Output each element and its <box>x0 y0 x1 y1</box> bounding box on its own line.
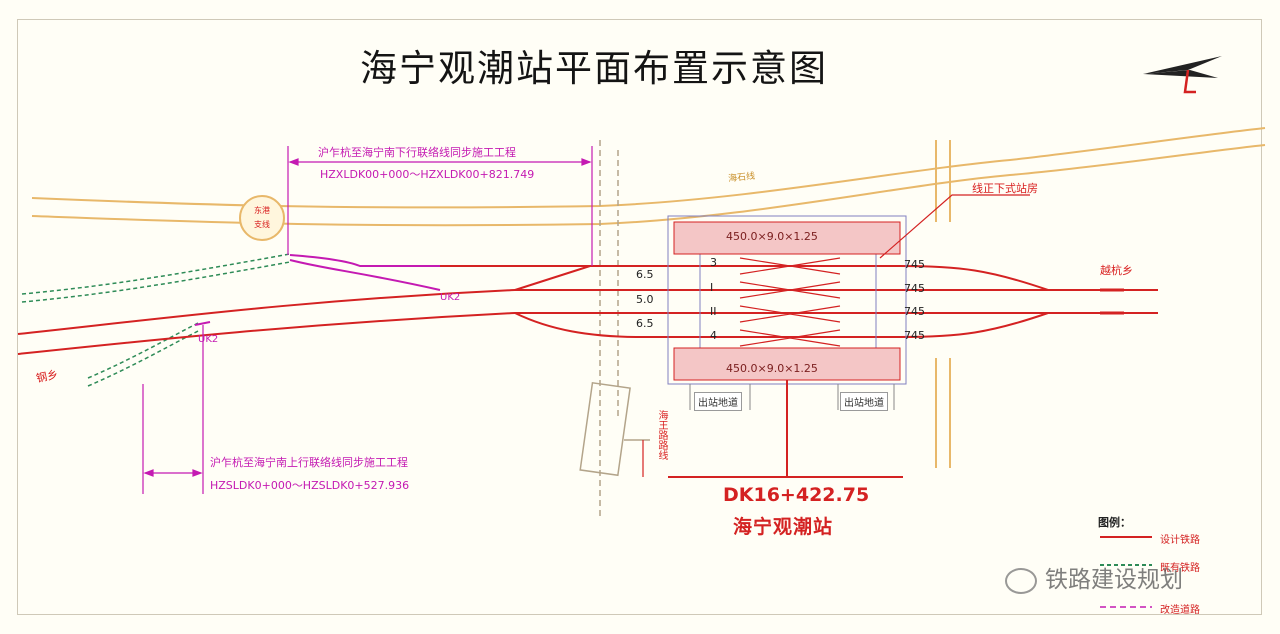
track-end-3: 745 <box>904 305 925 318</box>
wechat-icon <box>1005 567 1037 594</box>
page-title: 海宁观潮站平面布置示意图 <box>360 47 828 90</box>
connection-lines <box>194 254 441 326</box>
legend-lines <box>1100 536 1152 608</box>
legend-item-road: 改造道路 <box>1160 605 1200 616</box>
circle-line2: 支线 <box>254 220 270 229</box>
uk-top-label: UK2 <box>440 292 461 303</box>
road-vertical <box>579 140 650 520</box>
track-end-2: 745 <box>904 282 925 295</box>
platform-top <box>673 221 901 255</box>
north-arrow-icon <box>1143 56 1222 94</box>
legend-item-design: 设计铁路 <box>1160 535 1200 546</box>
existing-railway <box>21 253 291 387</box>
junction-circle <box>239 195 285 241</box>
turnouts <box>739 257 841 347</box>
downline-name: 沪乍杭至海宁南下行联络线同步施工工程 <box>318 146 516 159</box>
track-number-4: 4 <box>710 329 717 342</box>
platform-top-label: 450.0×9.0×1.25 <box>726 230 818 243</box>
station-leader <box>642 194 1030 478</box>
track-number-3: 3 <box>710 256 717 269</box>
upline-name: 沪乍杭至海宁南上行联络线同步施工工程 <box>210 456 408 469</box>
watermark: 铁路建设规划 <box>1005 560 1183 594</box>
track-spacing-2: 5.0 <box>636 293 654 306</box>
platform-bottom-label: 450.0×9.0×1.25 <box>726 362 818 375</box>
track-number-ii: II <box>710 305 717 318</box>
legend-title: 图例： <box>1098 516 1131 529</box>
station-name: 海宁观潮站 <box>733 516 834 538</box>
track-number-i: I <box>710 281 714 294</box>
circle-line1: 东港 <box>254 206 270 215</box>
watermark-text: 铁路建设规划 <box>1045 567 1183 593</box>
road-vertical-label: 海王路路线 <box>656 410 667 460</box>
downline-range: HZXLDK00+000～HZXLDK00+821.749 <box>320 168 535 181</box>
direction-right-label: 越杭乡 <box>1100 264 1133 277</box>
drawing-border <box>17 19 1262 615</box>
downline-bracket <box>287 146 593 266</box>
uk-bottom-label: UK2 <box>198 334 219 345</box>
upline-bracket <box>142 325 204 494</box>
station-type-label: 线正下式站房 <box>972 182 1038 195</box>
exit-right-label: 出站地道 <box>840 392 888 411</box>
station-km: DK16+422.75 <box>723 484 870 506</box>
track-end-1: 745 <box>904 258 925 271</box>
legend-item-existing: 既有铁路 <box>1160 563 1200 574</box>
platform-bottom <box>673 347 901 381</box>
upline-range: HZSLDK0+000～HZSLDK0+527.936 <box>210 479 410 492</box>
track-spacing-1: 6.5 <box>636 268 654 281</box>
design-railway <box>17 265 1158 355</box>
exit-left-label: 出站地道 <box>694 392 742 411</box>
track-spacing-3: 6.5 <box>636 317 654 330</box>
track-end-4: 745 <box>904 329 925 342</box>
